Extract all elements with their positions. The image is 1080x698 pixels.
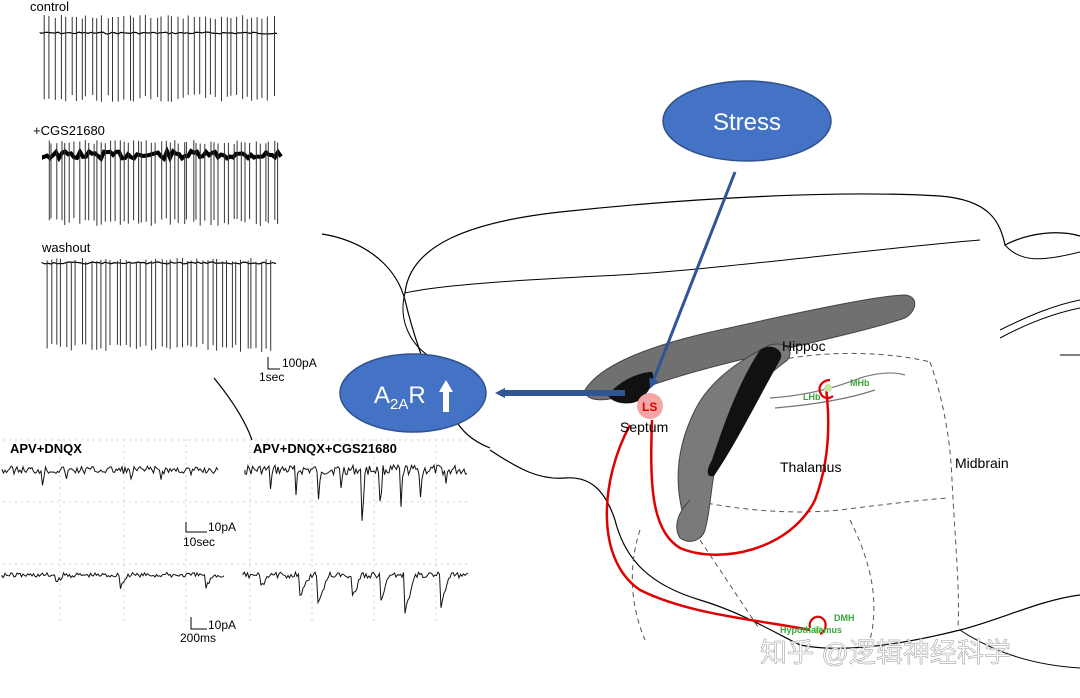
pathways (605, 378, 834, 636)
scale-time-label: 1sec (259, 370, 284, 384)
pathway-ls-to-dmh (605, 424, 811, 632)
mini-trace-left-slow (1, 464, 219, 486)
brain-outline (402, 193, 1080, 669)
receptor-label: A2AR (374, 382, 426, 413)
lateral-ventricle (707, 346, 782, 477)
trace-panel-agonist: +CGS21680 (33, 123, 283, 226)
pathway-ls-to-lhb (650, 387, 830, 556)
stress-node: Stress (662, 80, 832, 162)
scale-current-label: 100pA (282, 356, 317, 370)
trace-panel-control: control (30, 0, 278, 102)
scale2-time-label: 200ms (180, 631, 216, 645)
lhb-terminal (818, 378, 834, 400)
scale-bar-mini-1: 10pA 10sec (183, 520, 236, 549)
lhb-label: LHb (803, 392, 821, 402)
dmh-label: DMH (834, 613, 855, 623)
hypothalamus-label: Hypothalamus (780, 625, 842, 635)
label-control: control (30, 0, 69, 14)
scale2-current-label: 10pA (208, 618, 236, 632)
spike-train-control (39, 15, 278, 102)
receptor-node: A2AR (339, 353, 487, 433)
stress-label: Stress (713, 109, 781, 136)
mhb-label: MHb (850, 378, 870, 388)
spike-train-washout (41, 258, 277, 352)
hippoc-label: Hippoc (782, 338, 826, 354)
scale1-time-label: 10sec (183, 535, 215, 549)
fornix-tip (676, 499, 706, 542)
thalamus-label: Thalamus (780, 459, 841, 475)
scale-bar-mini-2: 10pA 200ms (180, 617, 236, 645)
spike-train-agonist (42, 140, 283, 226)
label-agonist: +CGS21680 (33, 123, 105, 138)
mini-trace-right-slow (244, 463, 468, 521)
mini-trace-right-fast (242, 570, 469, 614)
dmh-terminal (808, 615, 827, 636)
midbrain-label: Midbrain (955, 455, 1009, 471)
label-apv-dnqx: APV+DNQX (10, 441, 82, 456)
stress-arrow (649, 171, 737, 389)
mini-trace-left-fast (1, 571, 225, 589)
habenula-line-lower (774, 389, 876, 409)
habenula-line-upper (769, 372, 906, 399)
connector-line-left (213, 377, 253, 441)
dmh-nucleus (814, 626, 822, 634)
lhb-nucleus (824, 384, 832, 392)
dotted-grid (3, 439, 467, 621)
label-washout: washout (41, 240, 91, 255)
scale-bar-spikes: 100pA 1sec (259, 356, 317, 384)
ls-node (637, 393, 663, 419)
ls-label: LS (642, 400, 657, 414)
label-apv-dnqx-cgs: APV+DNQX+CGS21680 (253, 441, 397, 456)
up-arrow-icon (439, 380, 453, 412)
scale1-current-label: 10pA (208, 520, 236, 534)
watermark: 知乎 @逻辑神经科学 (760, 638, 1011, 668)
trace-panel-washout: washout (41, 240, 277, 352)
septum-label: Septum (620, 419, 668, 435)
connector-line-right (454, 419, 491, 449)
